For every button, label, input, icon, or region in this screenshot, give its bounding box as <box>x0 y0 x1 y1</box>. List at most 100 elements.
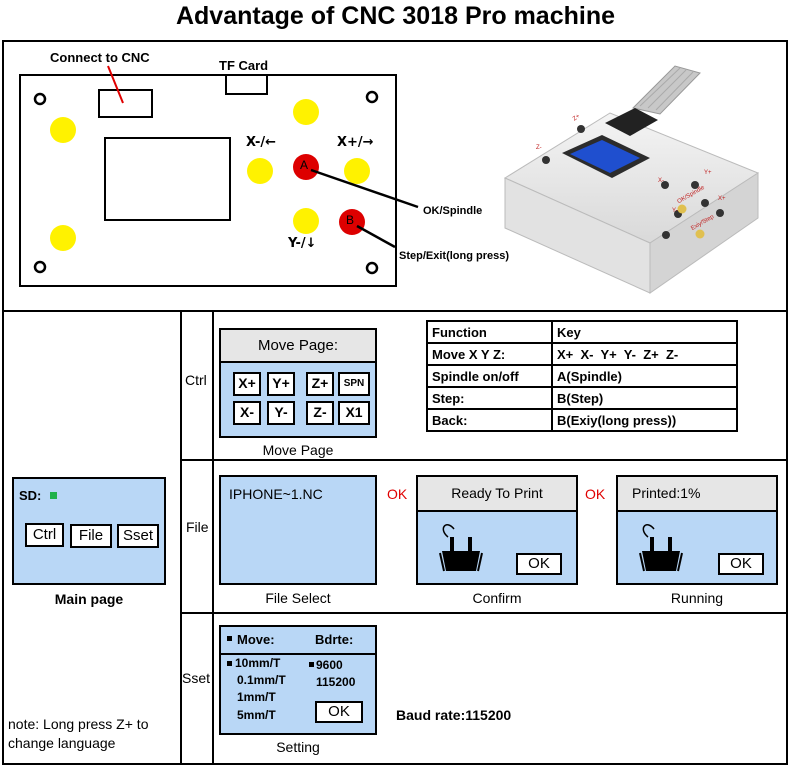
sd-status-icon <box>50 492 57 499</box>
mount-hole-icon <box>365 261 379 275</box>
divider <box>2 310 788 312</box>
file-select-caption: File Select <box>265 590 331 606</box>
step-exit-label: Step/Exit(long press) <box>399 250 510 262</box>
table-row: Back: B(Exiy(long press)) <box>426 408 738 432</box>
divider <box>180 310 182 765</box>
key-y-plus[interactable]: Y+ <box>267 372 295 396</box>
table-cell: X+ X- Y+ Y- Z+ Z- <box>551 342 738 366</box>
connect-to-cnc-label: Connect to CNC <box>50 50 150 65</box>
table-cell: Back: <box>426 408 553 432</box>
running-screen: Printed:1% OK <box>616 475 778 585</box>
device-label: Z- <box>536 145 542 151</box>
key-spindle[interactable]: SPN <box>338 372 370 396</box>
device-label: Y- <box>672 208 678 214</box>
outer-frame <box>2 40 788 765</box>
tf-card-label: TF Card <box>219 58 269 73</box>
main-page-caption: Main page <box>54 591 124 607</box>
confirm-header: Ready To Print <box>416 475 578 512</box>
main-file-button[interactable]: File <box>70 524 112 548</box>
table-cell: B(Exiy(long press)) <box>551 408 738 432</box>
running-caption: Running <box>670 590 724 606</box>
device-label: X- <box>658 178 664 184</box>
move-option[interactable]: 1mm/T <box>237 690 276 704</box>
file-name[interactable]: IPHONE~1.NC <box>229 486 323 502</box>
device-label: Y+ <box>704 170 712 176</box>
move-option[interactable]: 5mm/T <box>237 708 276 722</box>
table-row: Move X Y Z: X+ X- Y+ Y- Z+ Z- <box>426 342 738 366</box>
print-head-icon <box>439 524 483 572</box>
table-cell: Step: <box>426 386 553 410</box>
row-label-sset: Sset <box>182 670 211 686</box>
a-button-label: A <box>300 158 309 172</box>
x-minus-button-icon <box>247 158 273 184</box>
table-header: Key <box>551 320 738 344</box>
selected-marker-icon <box>227 636 232 641</box>
move-page-header: Move Page: <box>219 328 377 363</box>
table-cell: Move X Y Z: <box>426 342 553 366</box>
table-row: Spindle on/off A(Spindle) <box>426 364 738 388</box>
setting-ok-button[interactable]: OK <box>315 701 363 723</box>
row-label-ctrl: Ctrl <box>185 372 207 388</box>
setting-header: Move: Bdrte: <box>219 625 377 655</box>
table-header-row: Function Key <box>426 320 738 344</box>
mount-hole-icon <box>33 260 47 274</box>
table-header: Function <box>426 320 553 344</box>
ok-spindle-label: OK/Spindle <box>423 205 483 217</box>
running-ok-button[interactable]: OK <box>718 553 764 575</box>
x-plus-button-icon <box>344 158 370 184</box>
a-button-icon <box>293 154 319 180</box>
z-plus-button-icon <box>293 99 319 125</box>
key-x-minus[interactable]: X- <box>233 401 261 425</box>
language-note: note: Long press Z+ to change language <box>8 716 149 751</box>
ok-arrow-label: OK <box>585 486 606 502</box>
setting-screen: Move: Bdrte: 10mm/T 0.1mm/T 1mm/T 5mm/T … <box>219 625 377 735</box>
corner-button-icon <box>50 225 76 251</box>
table-cell: A(Spindle) <box>551 364 738 388</box>
row-label-file: File <box>186 519 209 535</box>
device-photo <box>503 65 760 294</box>
file-select-screen: IPHONE~1.NC <box>219 475 377 585</box>
main-ctrl-button[interactable]: Ctrl <box>25 523 64 547</box>
y-minus-button-icon <box>293 208 319 234</box>
cnc-connector <box>98 89 153 118</box>
b-button-icon <box>339 209 365 235</box>
baud-option[interactable]: 115200 <box>316 675 356 689</box>
running-header: Printed:1% <box>616 475 778 512</box>
setting-body: 10mm/T 0.1mm/T 1mm/T 5mm/T 9600 115200 O… <box>219 653 377 735</box>
key-y-minus[interactable]: Y- <box>267 401 295 425</box>
key-x-plus[interactable]: X+ <box>233 372 261 396</box>
y-minus-label: Y-/↓ <box>288 236 317 251</box>
ok-spindle-pointer <box>310 168 419 209</box>
baud-option[interactable]: 9600 <box>316 658 343 672</box>
divider <box>212 310 214 765</box>
key-z-plus[interactable]: Z+ <box>306 372 334 396</box>
b-button-label: B <box>346 213 355 227</box>
page-title: Advantage of CNC 3018 Pro machine <box>175 2 615 30</box>
mount-hole-icon <box>365 90 379 104</box>
confirm-screen: Ready To Print OK <box>416 475 578 585</box>
confirm-ok-button[interactable]: OK <box>516 553 562 575</box>
step-exit-pointer <box>356 224 396 249</box>
controller-board-diagram <box>19 65 419 287</box>
table-row: Step: B(Step) <box>426 386 738 410</box>
x-plus-label: X+/→ <box>337 135 374 150</box>
x-minus-label: X-/← <box>246 135 276 150</box>
move-option[interactable]: 10mm/T <box>235 656 281 670</box>
key-z-minus[interactable]: Z- <box>306 401 334 425</box>
ok-arrow-label: OK <box>387 486 408 502</box>
move-label: Move: <box>237 632 275 647</box>
function-key-table: Function Key Move X Y Z: X+ X- Y+ Y- Z+ … <box>426 320 738 432</box>
setting-caption: Setting <box>276 739 320 755</box>
move-option[interactable]: 0.1mm/T <box>237 673 286 687</box>
mount-hole-icon <box>33 92 47 106</box>
device-label: X+ <box>718 196 726 202</box>
connect-pointer <box>107 65 124 104</box>
divider <box>180 459 788 461</box>
main-sset-button[interactable]: Sset <box>117 524 159 548</box>
key-x1[interactable]: X1 <box>338 401 370 425</box>
main-page-screen: SD: Ctrl File Sset <box>12 477 166 585</box>
tf-card-slot <box>225 74 268 95</box>
divider <box>180 612 788 614</box>
lcd-screen <box>104 137 231 221</box>
sd-label: SD: <box>19 488 42 503</box>
